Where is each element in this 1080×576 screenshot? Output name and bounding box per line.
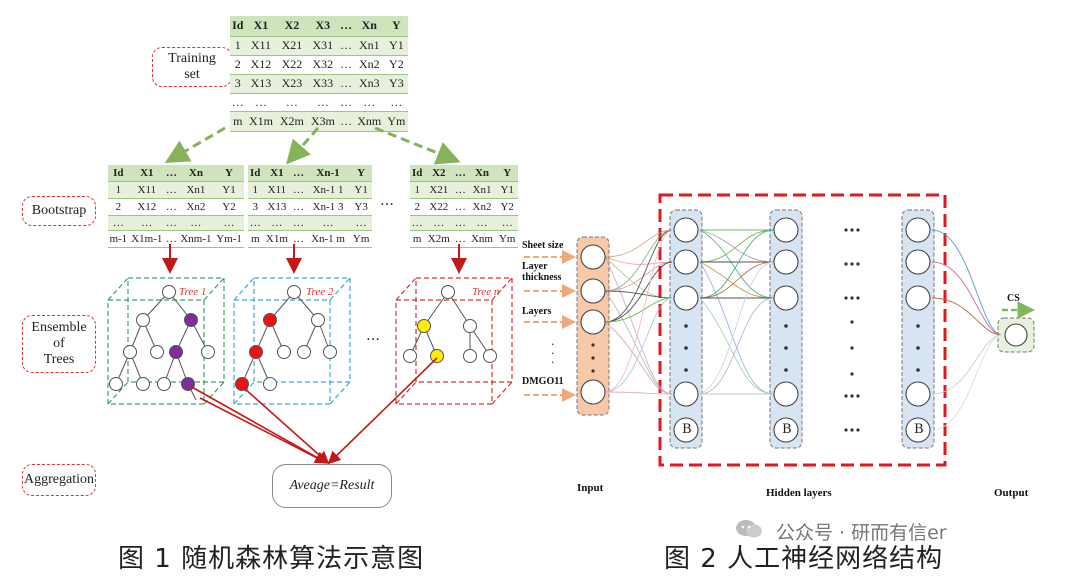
input-dots xyxy=(591,343,595,373)
bias-node-n: B xyxy=(914,422,924,437)
col-header: Id xyxy=(230,16,246,36)
input-sheet-size: Sheet size xyxy=(522,240,564,251)
hidden-1-nodes xyxy=(673,217,699,443)
figure-1-caption: 图 1 随机森林算法示意图 xyxy=(118,544,425,574)
random-forest-graphic xyxy=(107,126,513,465)
tree-n-title: Tree n xyxy=(472,286,500,298)
result-box: Aveage=Result xyxy=(272,464,392,508)
hidden-1-dots xyxy=(684,324,688,372)
tree-n-box xyxy=(395,277,513,405)
sample-arrow-1 xyxy=(164,126,226,164)
hidden-middle-dots xyxy=(844,228,860,432)
table-row: …………… xyxy=(248,215,372,230)
hidden-layers-label: Hidden layers xyxy=(766,487,832,499)
tree-2 xyxy=(235,285,337,391)
tree-2-title: Tree 2 xyxy=(306,286,334,298)
neural-network-graphic xyxy=(524,193,1035,467)
connections-hidden-output xyxy=(931,229,1003,431)
col-header: X1 xyxy=(245,16,277,36)
output-cs-label: CS xyxy=(1007,293,1020,304)
col-header: … xyxy=(338,16,354,36)
bootstrap-ellipsis: … xyxy=(380,193,394,209)
sample-arrow-n xyxy=(374,126,461,165)
col-header: X3 xyxy=(307,16,339,36)
hidden-n-nodes xyxy=(905,217,931,443)
col-header: X2 xyxy=(276,16,308,36)
connections-input-hidden xyxy=(604,229,673,395)
hidden-layer-2 xyxy=(769,209,803,449)
output-node xyxy=(1004,323,1028,347)
bias-node-1: B xyxy=(682,422,692,437)
hidden-layers-frame xyxy=(658,193,947,467)
wechat-icon xyxy=(735,518,763,540)
vote-arrow-n xyxy=(327,357,438,465)
input-layers: Layers xyxy=(522,306,552,317)
hidden-n-dots xyxy=(916,324,920,372)
aggregation-label: Aggregation xyxy=(22,464,96,496)
connections-hidden-hidden xyxy=(699,229,775,395)
tree-1-title: Tree 1 xyxy=(179,286,207,298)
tree-2-box xyxy=(233,277,351,405)
bias-node-2: B xyxy=(782,422,792,437)
bootstrap-label: Bootstrap xyxy=(22,196,96,226)
tree-n xyxy=(403,285,497,363)
input-nodes xyxy=(580,244,606,405)
input-layer-label: Input xyxy=(577,482,604,494)
table-row: …………… xyxy=(108,215,244,230)
input-dmgo11: DMGO11 xyxy=(522,376,564,387)
hidden-2-nodes xyxy=(773,217,799,443)
figure-2-caption: 图 2 人工神经网络结构 xyxy=(664,544,944,574)
table-row: ………………… xyxy=(230,93,408,111)
watermark: 公众号 · 研而有信er xyxy=(776,522,947,544)
vote-arrow-1b xyxy=(199,397,326,463)
sample-arrow-2 xyxy=(286,127,320,165)
output-layer-label: Output xyxy=(994,487,1029,499)
table-row: …………… xyxy=(410,215,518,230)
input-layer-thickness: Layer thickness xyxy=(522,261,562,283)
hidden-layer-1 xyxy=(669,209,703,449)
hidden-layer-n xyxy=(901,209,935,449)
trees-ellipsis: … xyxy=(366,328,380,344)
tree-1 xyxy=(109,285,215,401)
col-header: Xn xyxy=(353,16,385,36)
col-header: Y xyxy=(384,16,408,36)
vote-arrow-2 xyxy=(243,387,330,465)
input-vertical-dots: ··· xyxy=(551,338,555,369)
vote-arrow-1 xyxy=(189,385,328,464)
hidden-2-dots xyxy=(784,324,788,372)
